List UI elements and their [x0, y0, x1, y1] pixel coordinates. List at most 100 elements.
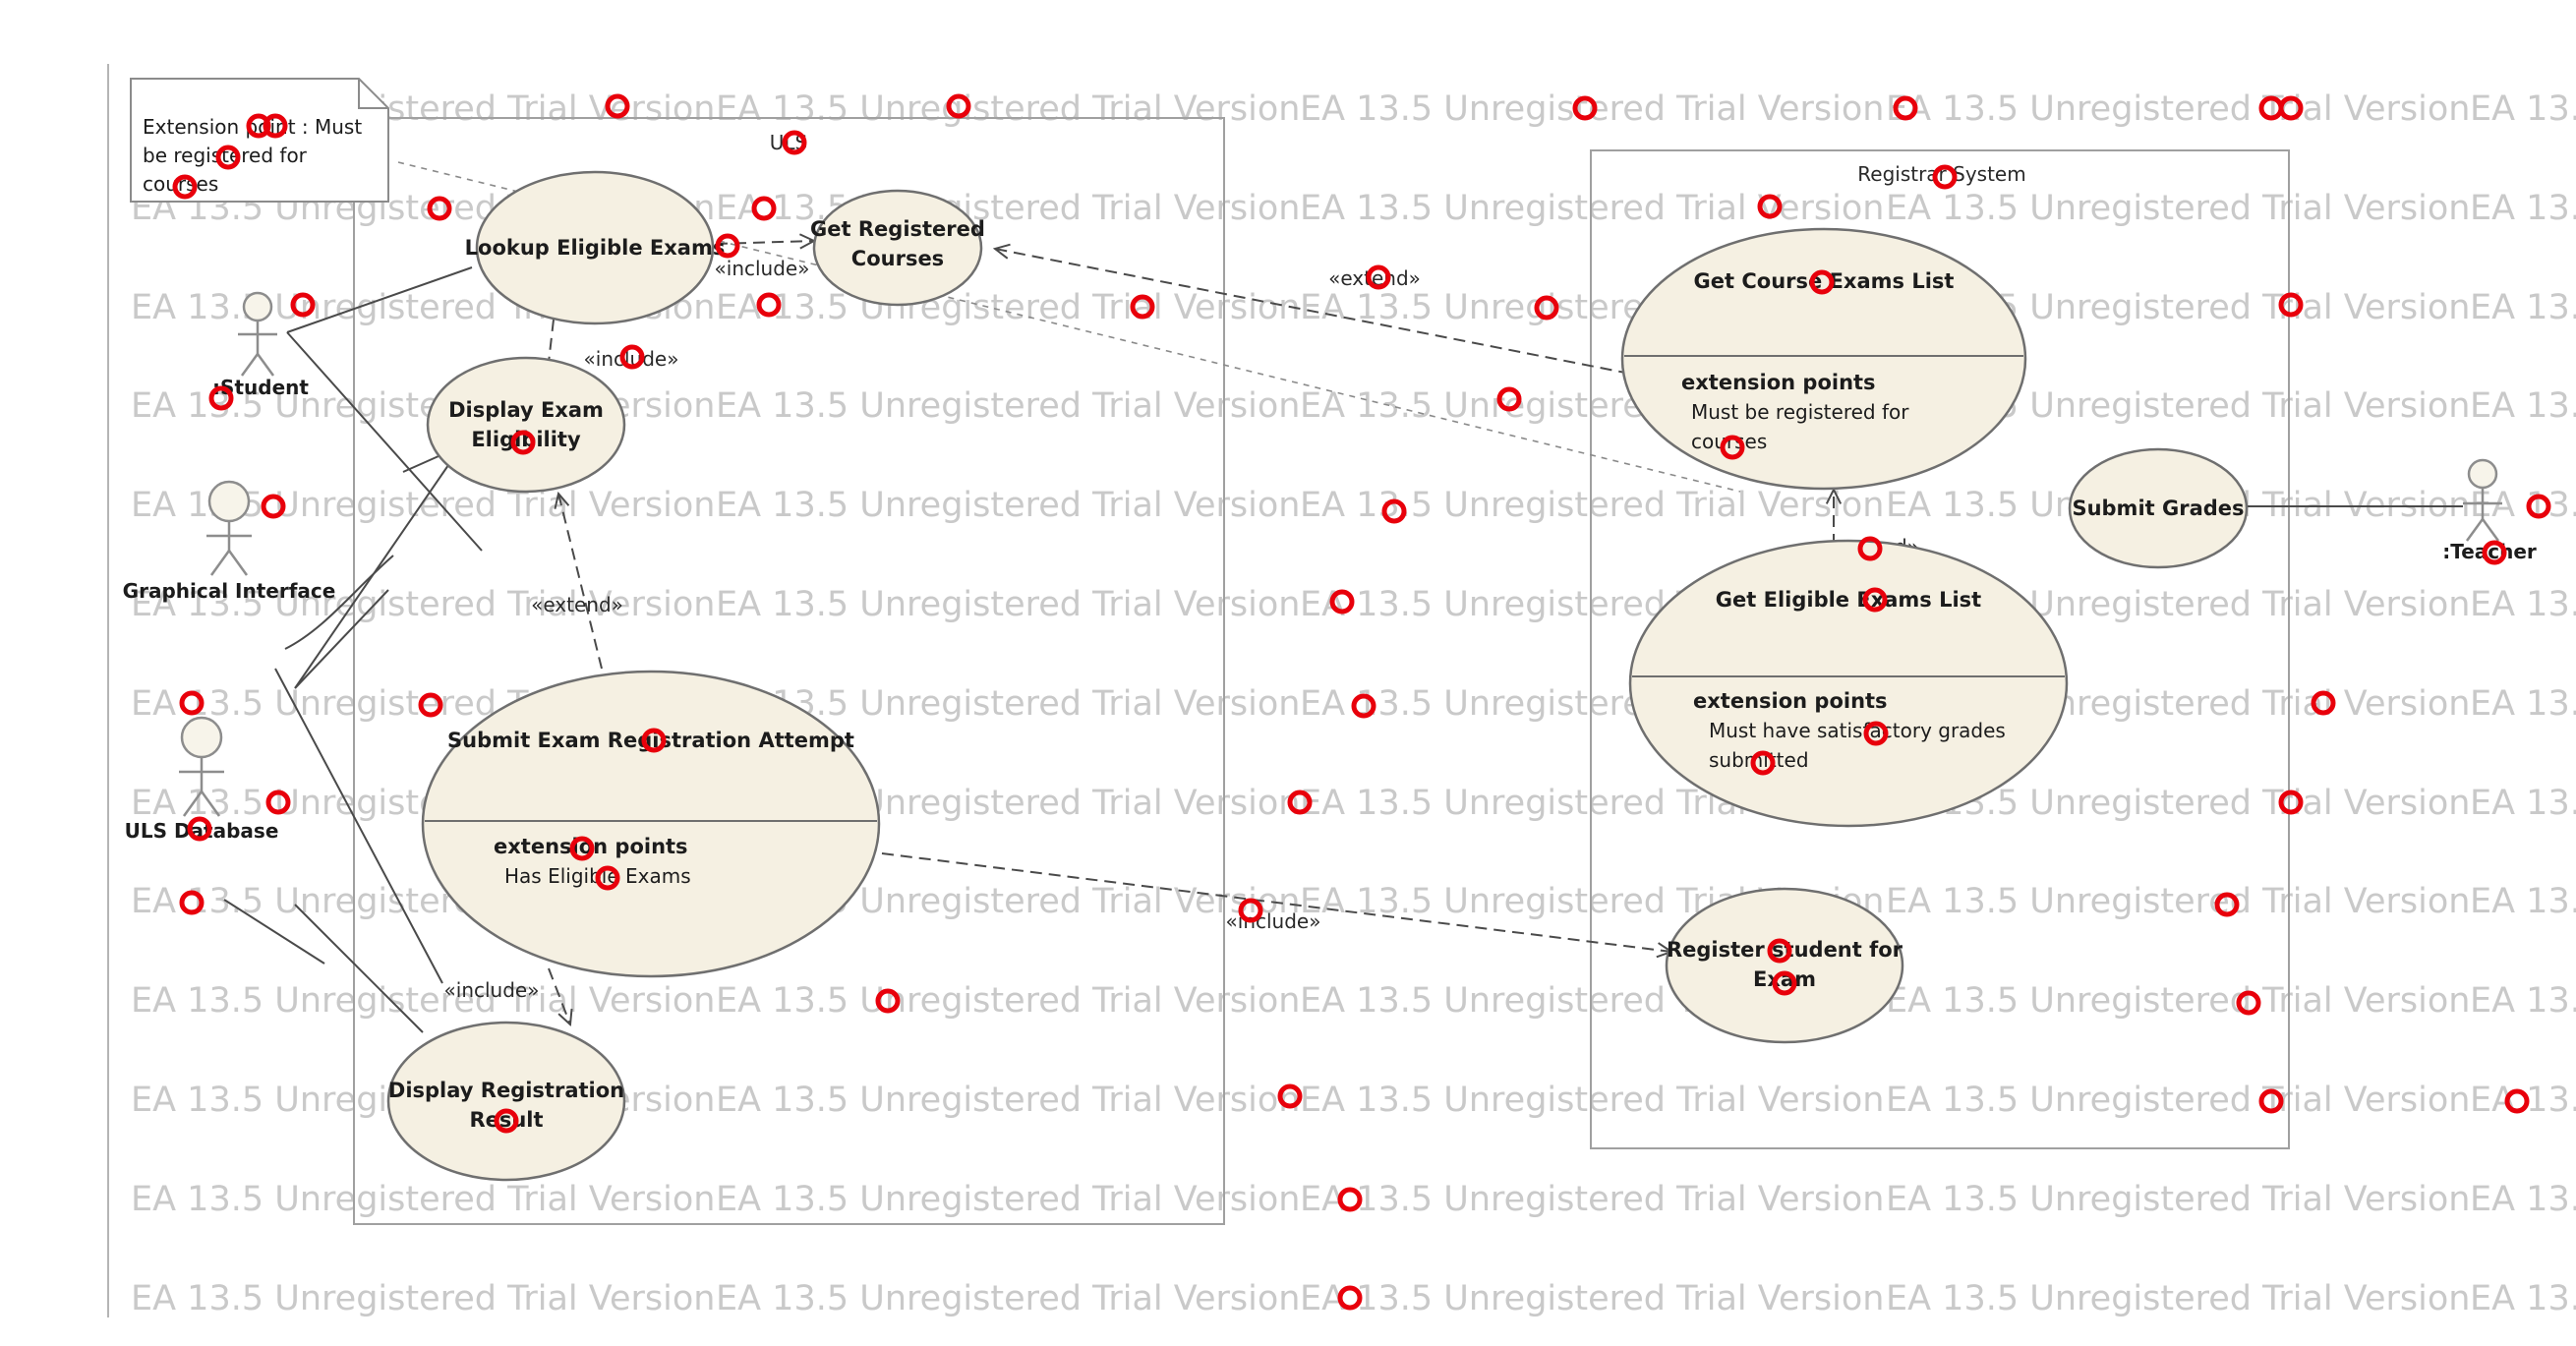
annotation-marker — [187, 816, 212, 842]
actor-gui-label: Graphical Interface — [123, 579, 336, 603]
annotation-marker — [641, 728, 667, 753]
watermark-text: EA 13.5 Unregistered Trial Version — [2470, 386, 2576, 426]
annotation-marker — [1862, 587, 1888, 613]
annotation-marker — [263, 113, 288, 139]
watermark-text: EA 13.5 Unregistered Trial Version — [716, 288, 1300, 327]
use-case-register-student-for-exam[interactable]: Register student for Exam — [1665, 887, 1904, 1044]
annotation-marker — [290, 292, 316, 318]
include-label-1: «include» — [715, 257, 810, 280]
annotation-marker — [1863, 721, 1889, 746]
assoc-db-curve — [223, 899, 325, 965]
use-case-submit-grades[interactable]: Submit Grades — [2068, 447, 2249, 569]
watermark-text: EA 13.5 Unregistered Trial Version — [1886, 882, 2470, 921]
watermark-text: EA 13.5 Unregistered Trial Version — [2470, 1081, 2576, 1120]
annotation-marker — [1238, 898, 1263, 923]
uc-course-exams-ext-line2: courses — [1691, 430, 1767, 453]
uc-eligible-exams-ext-line1: Must have satisfactory grades — [1709, 719, 2006, 742]
association-lines — [223, 266, 2463, 1033]
annotation-marker — [1757, 194, 1783, 219]
annotation-marker — [2311, 690, 2336, 716]
watermark-text: EA 13.5 Unregistered Trial Version — [1300, 1180, 1884, 1219]
actor-graphical-interface[interactable]: Graphical Interface — [123, 480, 336, 603]
annotation-marker — [1329, 589, 1355, 614]
dep-submit-extend-display-eligibility — [558, 494, 603, 670]
annotation-marker — [179, 890, 205, 915]
watermark-text: EA 13.5 Unregistered Trial Version — [716, 486, 1300, 525]
watermark-text: EA 13.5 Unregistered Trial Version — [1886, 1279, 2470, 1318]
watermark-text: EA 13.5 Unregistered Trial Version — [1300, 1279, 1884, 1318]
annotation-marker — [1534, 295, 1559, 321]
watermark-text: EA 13.5 Unregistered Trial Version — [2470, 784, 2576, 823]
dep-submit-include-register-student — [881, 852, 1671, 952]
actor-teacher-head — [2467, 458, 2498, 490]
dep-submit-include-display-result — [548, 967, 570, 1024]
annotation-marker — [1809, 269, 1835, 295]
annotation-marker — [1337, 1187, 1363, 1212]
annotation-marker — [2214, 892, 2240, 917]
watermark-text: EA 13.5 Unregistered Trial Version — [2470, 684, 2576, 724]
registrar-boundary[interactable] — [1590, 149, 2290, 1149]
assoc-student-submit — [286, 331, 483, 552]
annotation-marker — [179, 690, 205, 716]
watermark-text: EA 13.5 Unregistered Trial Version — [1886, 1180, 2470, 1219]
annotation-marker — [1720, 435, 1745, 460]
dep-lookup-include-get-registered — [715, 241, 814, 244]
actor-gui-head — [207, 480, 251, 523]
uc-eligible-exams-ext-heading: extension points — [1693, 689, 1888, 713]
annotation-marker — [510, 430, 536, 455]
watermark-text: EA 13.5 Unregistered Trial Version — [716, 585, 1300, 624]
actor-db-head — [180, 716, 223, 759]
use-case-get-registered-courses[interactable]: Get Registered Courses — [810, 189, 985, 307]
annotation-marker — [208, 385, 234, 411]
annotation-marker — [946, 93, 971, 119]
uls-boundary[interactable] — [353, 117, 1225, 1225]
annotation-marker — [1767, 938, 1792, 964]
watermark-text: EA 13.5 Unregistered Trial Version — [716, 1180, 1300, 1219]
actor-student[interactable]: :Student — [212, 291, 309, 399]
watermark-text: EA 13.5 Unregistered Trial Version — [2470, 1180, 2576, 1219]
uc-course-exams-ext-heading: extension points — [1681, 371, 1876, 394]
extension-point-note[interactable]: Extension point : Must be registered for… — [130, 78, 389, 203]
watermark-text: EA 13.5 Unregistered Trial Version — [1886, 1081, 2470, 1120]
annotation-marker — [605, 93, 630, 119]
assoc-gui-curve — [284, 555, 394, 650]
uc-get-registered-line1: Get Registered — [810, 217, 985, 241]
watermark-text: EA 13.5 Unregistered Trial Version — [2470, 486, 2576, 525]
actor-uls-database[interactable]: ULS Database — [125, 716, 279, 843]
watermark-text: EA 13.5 Unregistered Trial Version — [1300, 89, 1884, 129]
annotation-marker — [1366, 264, 1391, 290]
annotation-marker — [172, 174, 198, 200]
annotation-marker — [265, 790, 291, 815]
annotation-marker — [2526, 494, 2551, 519]
use-case-get-eligible-exams-list[interactable]: Get Eligible Exams List extension points… — [1628, 539, 2069, 828]
annotation-marker — [2504, 1088, 2530, 1114]
watermark-text: EA 13.5 Unregistered Trial Version — [716, 1279, 1300, 1318]
annotation-marker — [2258, 1088, 2284, 1114]
use-case-get-course-exams-list[interactable]: Get Course Exams List extension points M… — [1620, 227, 2027, 491]
watermark-text: EA 13.5 Unregistered Trial Version — [2470, 981, 2576, 1021]
watermark-text: EA 13.5 Unregistered Trial Version — [1300, 1081, 1884, 1120]
annotation-marker — [427, 196, 452, 221]
annotation-marker — [782, 130, 807, 155]
annotation-marker — [1932, 164, 1958, 190]
annotation-marker — [1772, 970, 1797, 996]
assoc-gui-display-eligibility-c — [294, 451, 458, 689]
watermark-text: EA 13.5 Unregistered Trial Version — [131, 981, 715, 1021]
watermark-text: EA 13.5 Unregistered Trial Version — [131, 1279, 715, 1318]
watermark-text: EA 13.5 Unregistered Trial Version — [716, 189, 1300, 228]
use-case-display-registration-result[interactable]: Display Registration Result — [386, 1021, 626, 1182]
uc-course-exams-ext-line1: Must be registered for — [1691, 400, 1909, 424]
use-case-lookup-eligible-exams[interactable]: Lookup Eligible Exams — [465, 170, 726, 325]
use-case-submit-exam-registration-attempt[interactable]: Submit Exam Registration Attempt extensi… — [421, 670, 881, 978]
include-label-3: «include» — [444, 978, 540, 1002]
annotation-marker — [2278, 292, 2304, 318]
watermark-text: EA 13.5 Unregistered Trial Version — [1886, 89, 2470, 129]
annotation-marker — [715, 233, 740, 259]
annotation-marker — [1277, 1083, 1303, 1109]
annotation-marker — [595, 865, 620, 891]
use-case-display-exam-eligibility[interactable]: Display Exam Eligibility — [426, 356, 626, 494]
annotation-marker — [756, 292, 782, 318]
uc-get-registered-line2: Courses — [851, 247, 944, 270]
annotation-marker — [1857, 536, 1883, 561]
